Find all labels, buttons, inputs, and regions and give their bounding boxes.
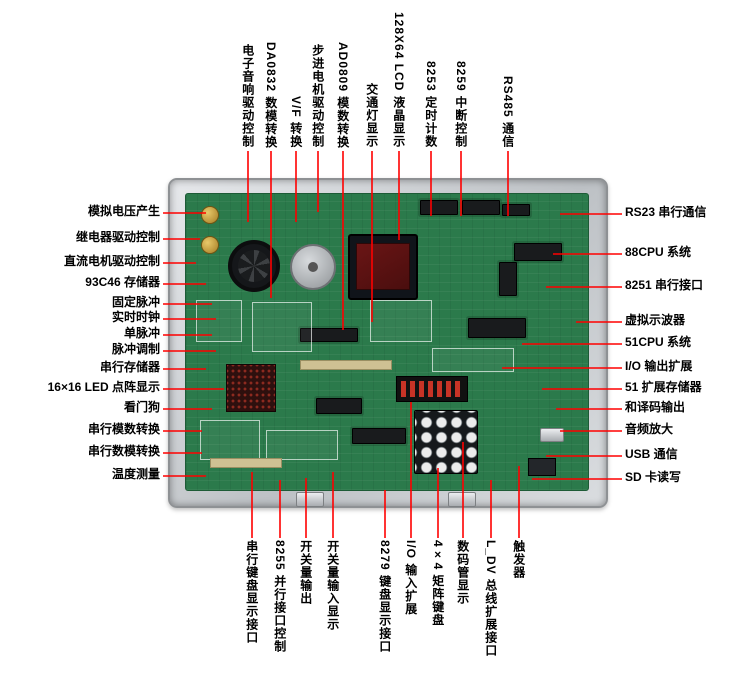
callout-8255-parallel: 8255 并行接口控制 [272,540,287,654]
ic-chip [316,398,362,414]
callout-io-output-expand: I/O 输出扩展 [625,359,693,373]
callout-da0832-dac: DA0832 数模转换 [263,41,278,148]
callout-8279-keyboard-display: 8279 键盘显示接口 [377,540,392,654]
callout-audio-drive: 电子音响驱动控制 [240,44,255,148]
top-label-zone: 电子音响驱动控制 DA0832 数模转换 V/F 转换 步进电机驱动控制 AD0… [0,0,730,150]
ic-chip [300,328,358,342]
ic-chip [420,200,458,215]
callout-relay-drive: 继电器驱动控制 [75,230,160,244]
sd-card-slot [528,458,556,476]
silkscreen-block [266,430,338,460]
callout-51-expand-memory: 51 扩展存储器 [625,380,702,394]
51cpu-chip [468,318,526,338]
callout-88cpu-system: 88CPU 系统 [625,245,692,259]
callout-temperature: 温度测量 [111,467,160,481]
callout-4x4-keypad: 4×4 矩阵键盘 [430,540,445,627]
callout-vf-convert: V/F 转换 [288,95,303,148]
callout-rs485: RS485 通信 [500,75,515,148]
callout-led-dot-matrix: 16×16 LED 点阵显示 [47,380,160,394]
potentiometer-knob [201,236,219,254]
callout-switch-input-display: 开关量输入显示 [325,540,340,631]
callout-trigger: 触发器 [511,540,526,579]
silkscreen-block [370,300,432,342]
ic-chip [462,200,500,215]
silkscreen-block [252,302,312,352]
callout-8253-timer: 8253 定时计数 [423,60,438,148]
callout-analog-voltage: 模拟电压产生 [87,204,160,218]
pin-header-strip [210,458,282,468]
callout-lcd-128x64: 128X64 LCD 液晶显示 [391,12,406,148]
silkscreen-block [196,300,242,342]
silkscreen-block [432,348,514,372]
callout-fixed-pulse: 固定脉冲 [111,295,160,309]
callout-switch-output: 开关量输出 [298,540,313,605]
case-clasp [296,492,324,507]
callout-io-input-expand: I/O 输入扩展 [403,540,418,616]
lcd-display [348,234,418,300]
seven-segment-display [396,376,468,402]
callout-traffic-light: 交通灯显示 [364,83,379,148]
callout-dc-motor-drive: 直流电机驱动控制 [63,254,160,268]
silkscreen-block [200,420,260,460]
callout-serial-memory: 串行存储器 [99,360,160,374]
lcd-screen [356,243,410,290]
callout-watchdog: 看门狗 [123,400,160,414]
callout-rtc: 实时时钟 [111,310,160,324]
callout-stepper-drive: 步进电机驱动控制 [310,44,325,148]
callout-serial-dac: 串行数模转换 [87,444,160,458]
bottom-label-zone: 串行键盘显示接口 8255 并行接口控制 开关量输出 开关量输入显示 8279 … [0,540,730,683]
pin-header-strip [300,360,392,370]
callout-93c46-memory: 93C46 存储器 [85,275,160,289]
callout-8259-interrupt: 8259 中断控制 [453,60,468,148]
ic-chip [502,204,530,216]
callout-virtual-scope: 虚拟示波器 [625,313,686,327]
callout-ad0809-adc: AD0809 模数转换 [335,41,350,148]
ic-chip [499,262,517,296]
callout-audio-amp: 音频放大 [625,422,674,436]
cpu-chip [514,243,562,261]
case-clasp [448,492,476,507]
callout-serial-keyboard-display: 串行键盘显示接口 [244,540,259,644]
callout-rs232-serial: RS23 串行通信 [625,205,707,219]
callout-single-pulse: 单脉冲 [123,326,160,340]
stepper-motor [290,244,336,290]
usb-connector [540,428,564,442]
matrix-keypad [414,410,478,474]
callout-digit-display: 数码管显示 [455,540,470,605]
callout-bus-expand-interface: L_DV 总线扩展接口 [483,540,498,658]
callout-pwm: 脉冲调制 [111,342,160,356]
cooling-fan [228,240,280,292]
callout-serial-adc: 串行模数转换 [87,422,160,436]
callout-decode-output: 和译码输出 [625,400,686,414]
potentiometer-knob [201,206,219,224]
callout-sd-card: SD 卡读写 [625,470,682,484]
callout-8251-serial: 8251 串行接口 [625,278,704,292]
callout-51cpu-system: 51CPU 系统 [625,335,692,349]
led-matrix [226,364,276,412]
ic-chip [352,428,406,444]
callout-usb: USB 通信 [625,447,678,461]
